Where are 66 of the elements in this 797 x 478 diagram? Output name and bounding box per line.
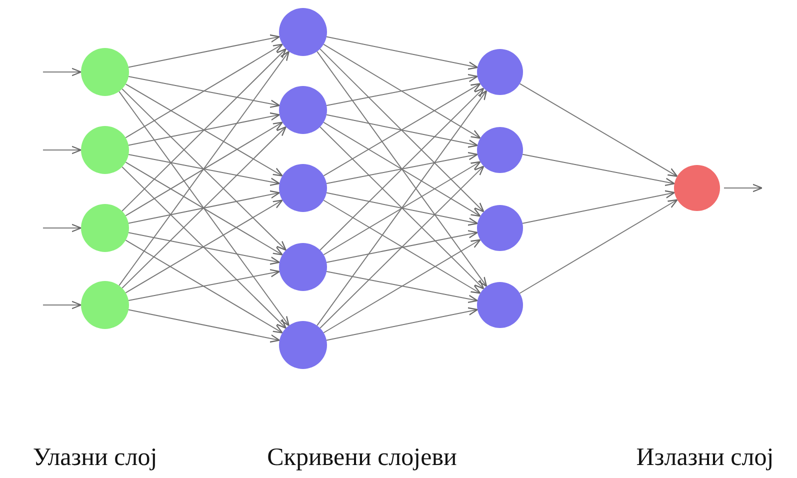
arrow xyxy=(125,84,283,176)
neuron-circle xyxy=(81,126,129,174)
neuron-circle xyxy=(81,204,129,252)
neuron-circle xyxy=(81,48,129,96)
arrow xyxy=(326,74,478,106)
arrow xyxy=(125,240,283,334)
arrow xyxy=(128,34,280,68)
arrow xyxy=(122,48,287,212)
arrow xyxy=(122,126,286,289)
arrow xyxy=(326,36,478,70)
arrow xyxy=(316,90,488,326)
arrow xyxy=(42,300,82,310)
arrow xyxy=(125,162,283,256)
arrow xyxy=(128,269,280,301)
arrow xyxy=(118,90,290,326)
layer-label: Скривени слојеви xyxy=(267,444,457,472)
arrow xyxy=(118,50,290,286)
arrow xyxy=(522,154,675,186)
neuron-circle xyxy=(279,164,327,212)
arrow xyxy=(522,190,676,224)
neuron-circle xyxy=(477,49,523,95)
arrow xyxy=(316,50,488,287)
arrow xyxy=(128,309,280,343)
arrow xyxy=(125,122,283,216)
arrow xyxy=(320,48,484,212)
arrow xyxy=(326,152,478,184)
arrow xyxy=(519,83,678,177)
neuron-circle xyxy=(279,8,327,56)
arrow xyxy=(326,230,478,263)
arrow xyxy=(323,83,481,176)
arrow xyxy=(128,232,280,265)
arrow xyxy=(128,76,280,108)
neuron-circle xyxy=(81,281,129,329)
arrow xyxy=(323,200,481,294)
arrow xyxy=(326,192,478,226)
arrow xyxy=(320,126,484,290)
arrow xyxy=(323,239,481,334)
neuron-circle xyxy=(477,205,523,251)
neuron-circle xyxy=(279,321,327,369)
arrow xyxy=(128,112,280,146)
arrow xyxy=(326,114,478,148)
arrow xyxy=(128,190,280,224)
arrow xyxy=(326,307,478,341)
arrow xyxy=(125,44,283,138)
neuron-circle xyxy=(279,86,327,134)
arrow xyxy=(323,44,481,139)
arrow xyxy=(122,166,286,329)
arrow xyxy=(326,271,478,304)
neuron-circle xyxy=(279,243,327,291)
arrow xyxy=(42,146,82,154)
arrow xyxy=(42,224,82,232)
arrow xyxy=(323,161,481,256)
arrow xyxy=(122,88,286,251)
layer-label: Улазни слој xyxy=(32,444,158,472)
neuron-circle xyxy=(477,127,523,173)
arrow xyxy=(128,154,280,186)
neuron-circle xyxy=(674,165,720,211)
neuron-circle xyxy=(477,282,523,328)
arrow xyxy=(320,166,484,329)
arrow xyxy=(519,199,678,294)
arrow xyxy=(724,184,763,192)
arrow xyxy=(320,88,484,251)
arrow xyxy=(323,122,481,217)
arrow xyxy=(125,200,283,294)
layer-label: Излазни слој xyxy=(636,444,774,472)
arrow xyxy=(42,68,82,76)
